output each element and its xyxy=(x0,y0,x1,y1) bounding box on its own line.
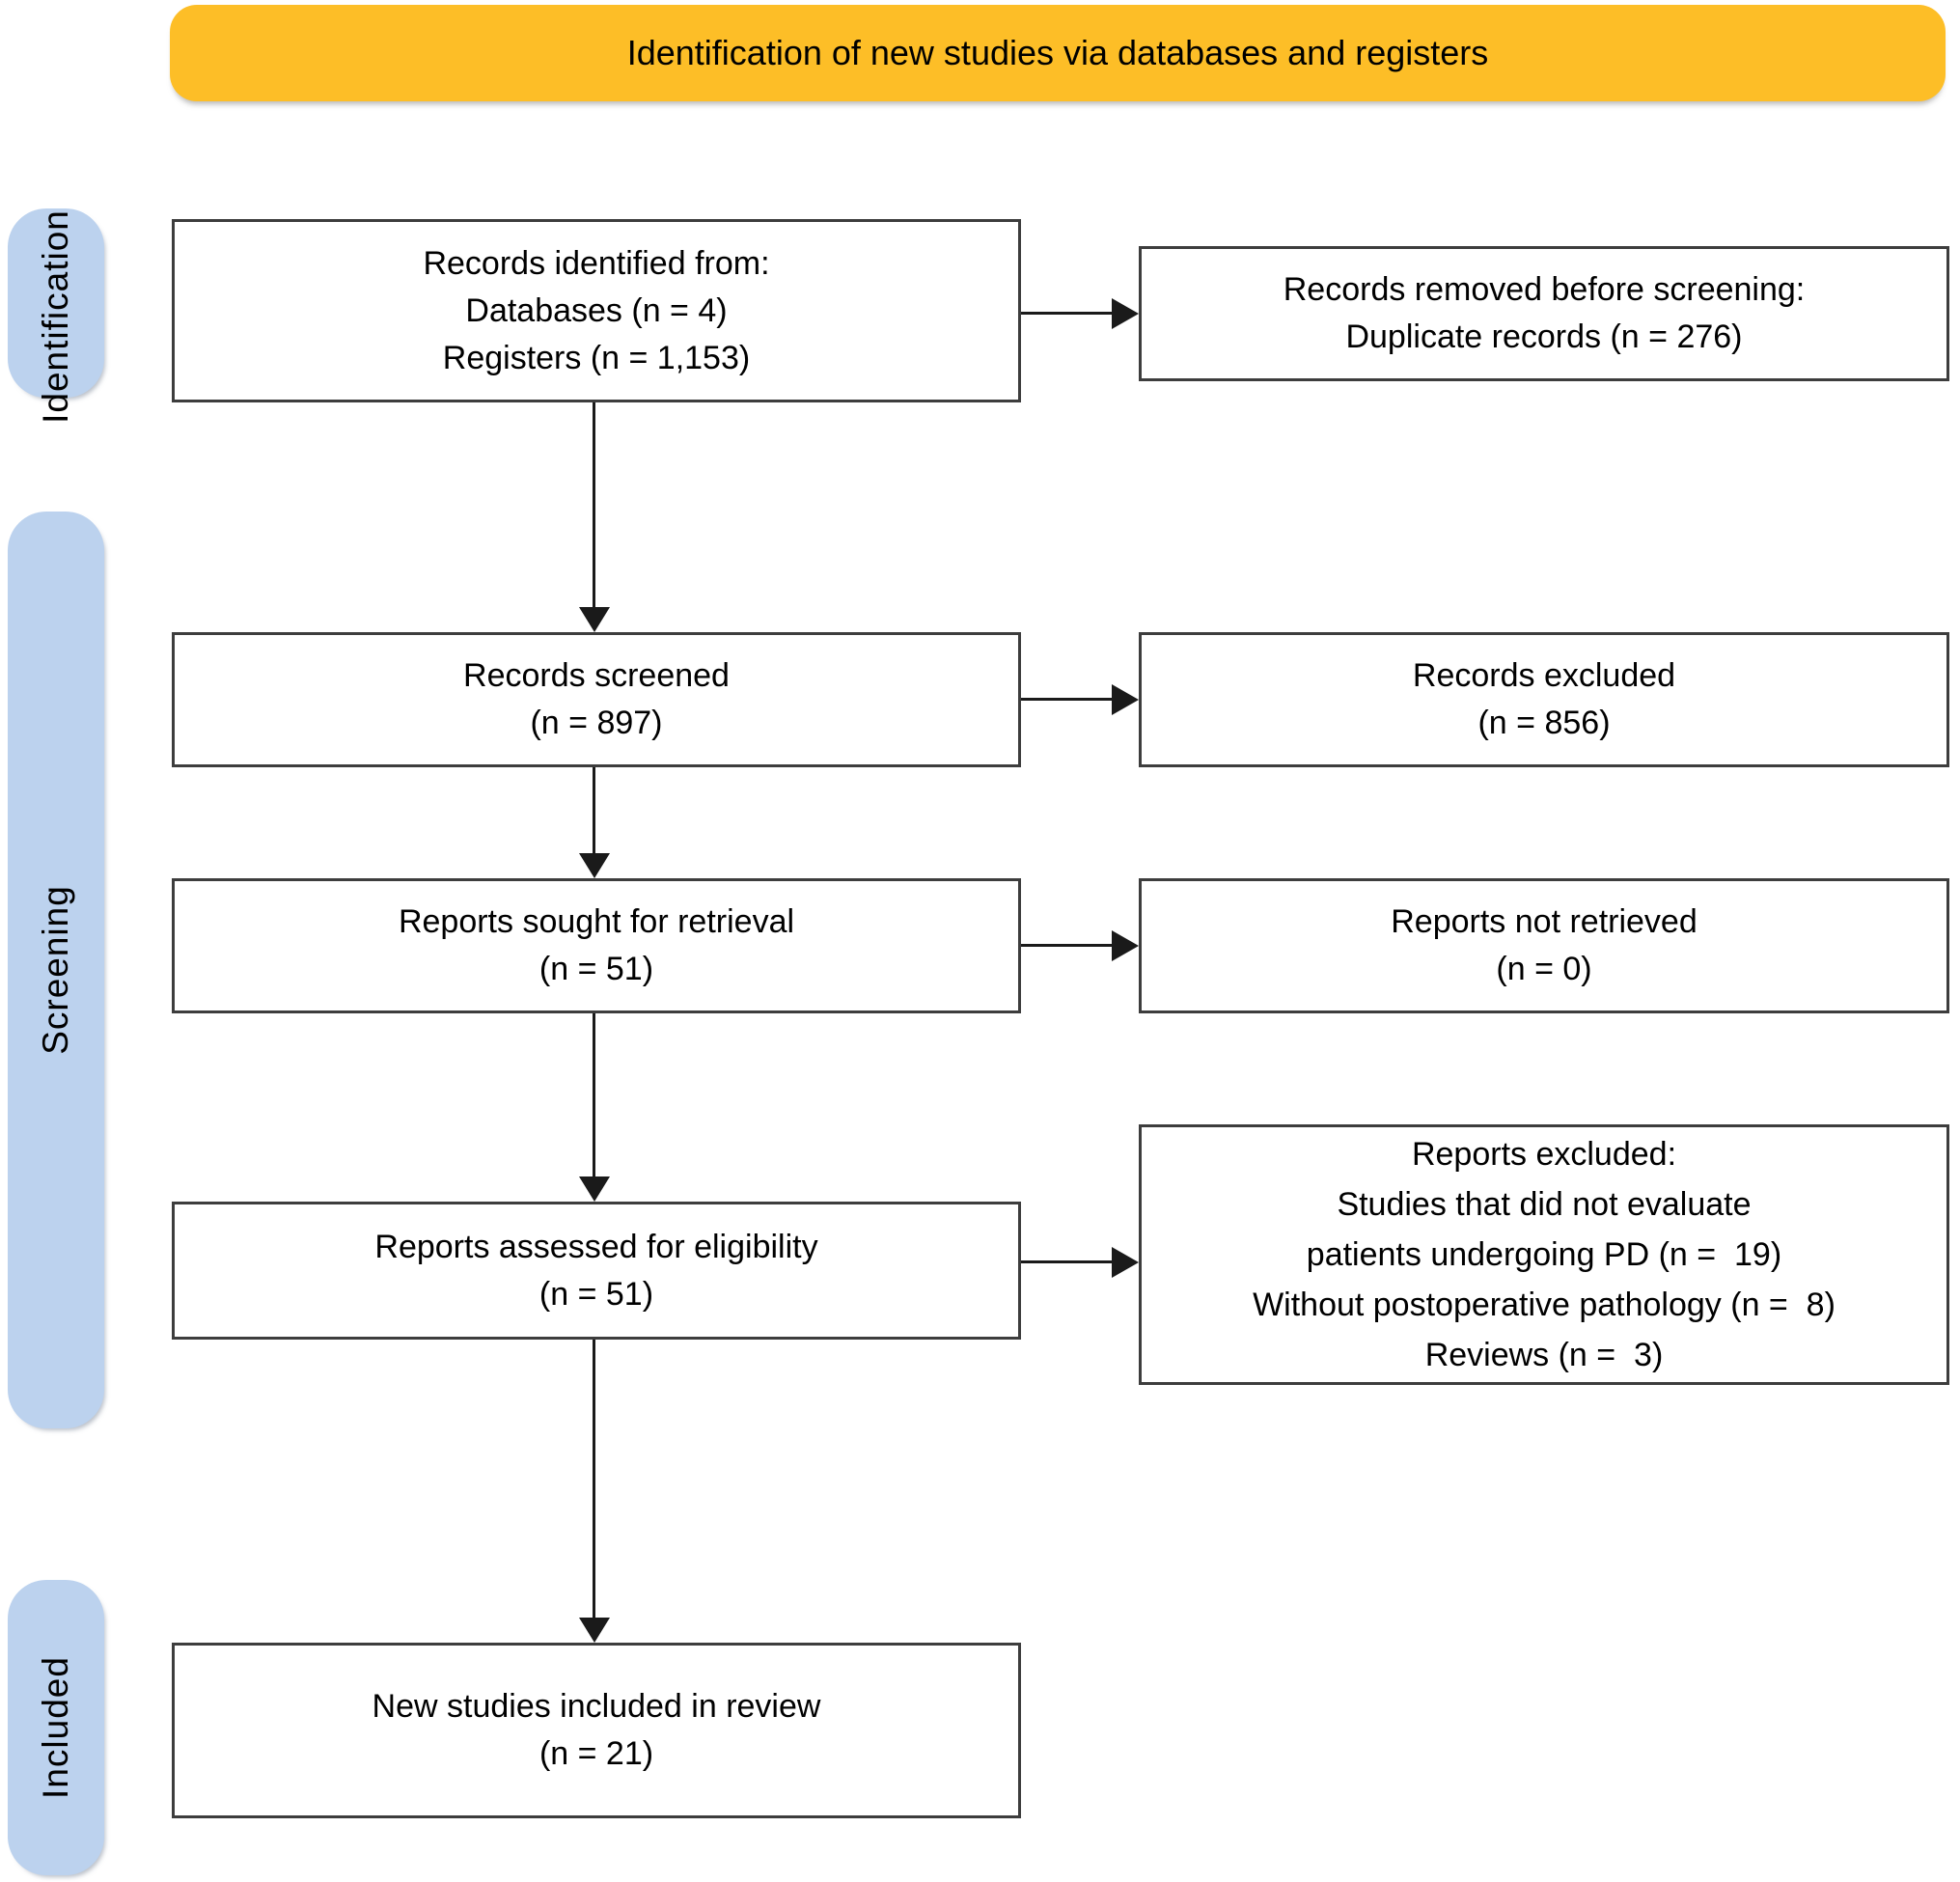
arrow-identified-to-screened-line xyxy=(593,402,595,607)
arrow-screened-to-excluded-line xyxy=(1021,698,1114,701)
box-reports-not-retrieved-text: Reports not retrieved (n = 0) xyxy=(1391,903,1698,987)
arrow-identified-to-removed-head xyxy=(1112,298,1139,329)
stage-label-included: Included xyxy=(36,1656,75,1799)
box-records-identified: Records identified from: Databases (n = … xyxy=(172,219,1021,402)
box-reports-assessed-text: Reports assessed for eligibility (n = 51… xyxy=(374,1228,818,1313)
arrow-sought-to-assessed-line xyxy=(593,1013,595,1176)
banner-title: Identification of new studies via databa… xyxy=(626,33,1489,72)
box-new-studies-included: New studies included in review (n = 21) xyxy=(172,1643,1021,1818)
box-records-removed: Records removed before screening: Duplic… xyxy=(1139,246,1949,381)
stage-pill-identification: Identification xyxy=(8,208,104,424)
box-reports-sought-text: Reports sought for retrieval (n = 51) xyxy=(398,903,795,987)
stage-pill-included: Included xyxy=(8,1580,104,1875)
arrow-identified-to-screened-head xyxy=(579,607,610,632)
stage-label-screening: Screening xyxy=(36,885,75,1055)
box-reports-excluded: Reports excluded: Studies that did not e… xyxy=(1139,1124,1949,1385)
box-reports-sought: Reports sought for retrieval (n = 51) xyxy=(172,878,1021,1013)
box-records-identified-text: Records identified from: Databases (n = … xyxy=(423,244,770,376)
arrow-screened-to-sought-line xyxy=(593,767,595,853)
box-new-studies-included-text: New studies included in review (n = 21) xyxy=(372,1688,821,1772)
box-records-screened: Records screened (n = 897) xyxy=(172,632,1021,767)
box-records-excluded: Records excluded (n = 856) xyxy=(1139,632,1949,767)
arrow-assessed-to-reports-excluded-line xyxy=(1021,1260,1114,1263)
box-reports-assessed: Reports assessed for eligibility (n = 51… xyxy=(172,1202,1021,1340)
arrow-screened-to-sought-head xyxy=(579,853,610,878)
banner: Identification of new studies via databa… xyxy=(170,5,1946,101)
box-records-removed-text: Records removed before screening: Duplic… xyxy=(1283,271,1806,355)
arrow-sought-to-not-retrieved-line xyxy=(1021,944,1114,947)
arrow-sought-to-assessed-head xyxy=(579,1176,610,1202)
stage-label-identification: Identification xyxy=(36,208,75,424)
arrow-sought-to-not-retrieved-head xyxy=(1112,930,1139,961)
arrow-assessed-to-reports-excluded-head xyxy=(1112,1247,1139,1278)
stage-pill-screening: Screening xyxy=(8,512,104,1428)
arrow-screened-to-excluded-head xyxy=(1112,684,1139,715)
box-reports-not-retrieved: Reports not retrieved (n = 0) xyxy=(1139,878,1949,1013)
arrow-assessed-to-included-head xyxy=(579,1618,610,1643)
box-records-excluded-text: Records excluded (n = 856) xyxy=(1412,657,1676,741)
box-reports-excluded-text: Reports excluded: Studies that did not e… xyxy=(1253,1136,1836,1373)
arrow-identified-to-removed-line xyxy=(1021,312,1114,315)
arrow-assessed-to-included-line xyxy=(593,1340,595,1618)
box-records-screened-text: Records screened (n = 897) xyxy=(463,657,730,741)
